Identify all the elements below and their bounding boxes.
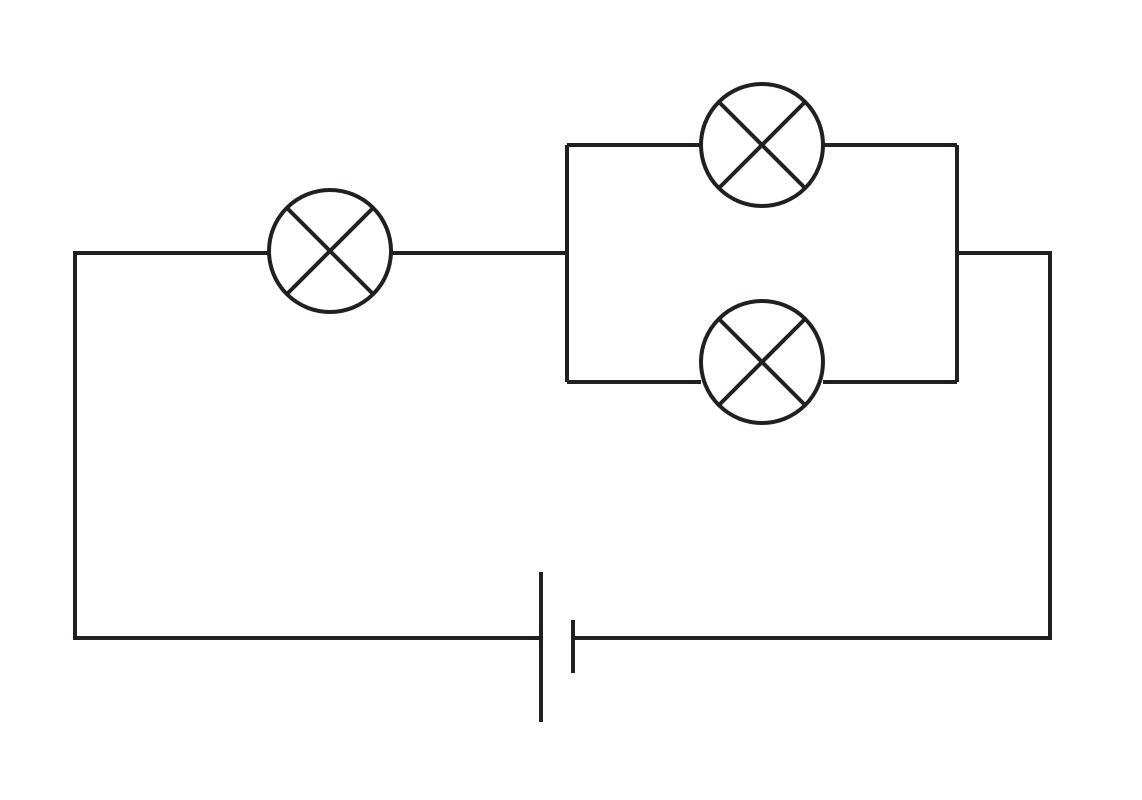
lamp-x-icon: [699, 299, 825, 425]
battery-cell-icon: [539, 572, 575, 722]
lamp-x-icon: [267, 188, 393, 314]
wire-right-loop: [573, 251, 1052, 640]
wires: [73, 143, 1052, 640]
lamp-x-icon: [699, 82, 825, 208]
wire-left-loop: [73, 251, 541, 640]
